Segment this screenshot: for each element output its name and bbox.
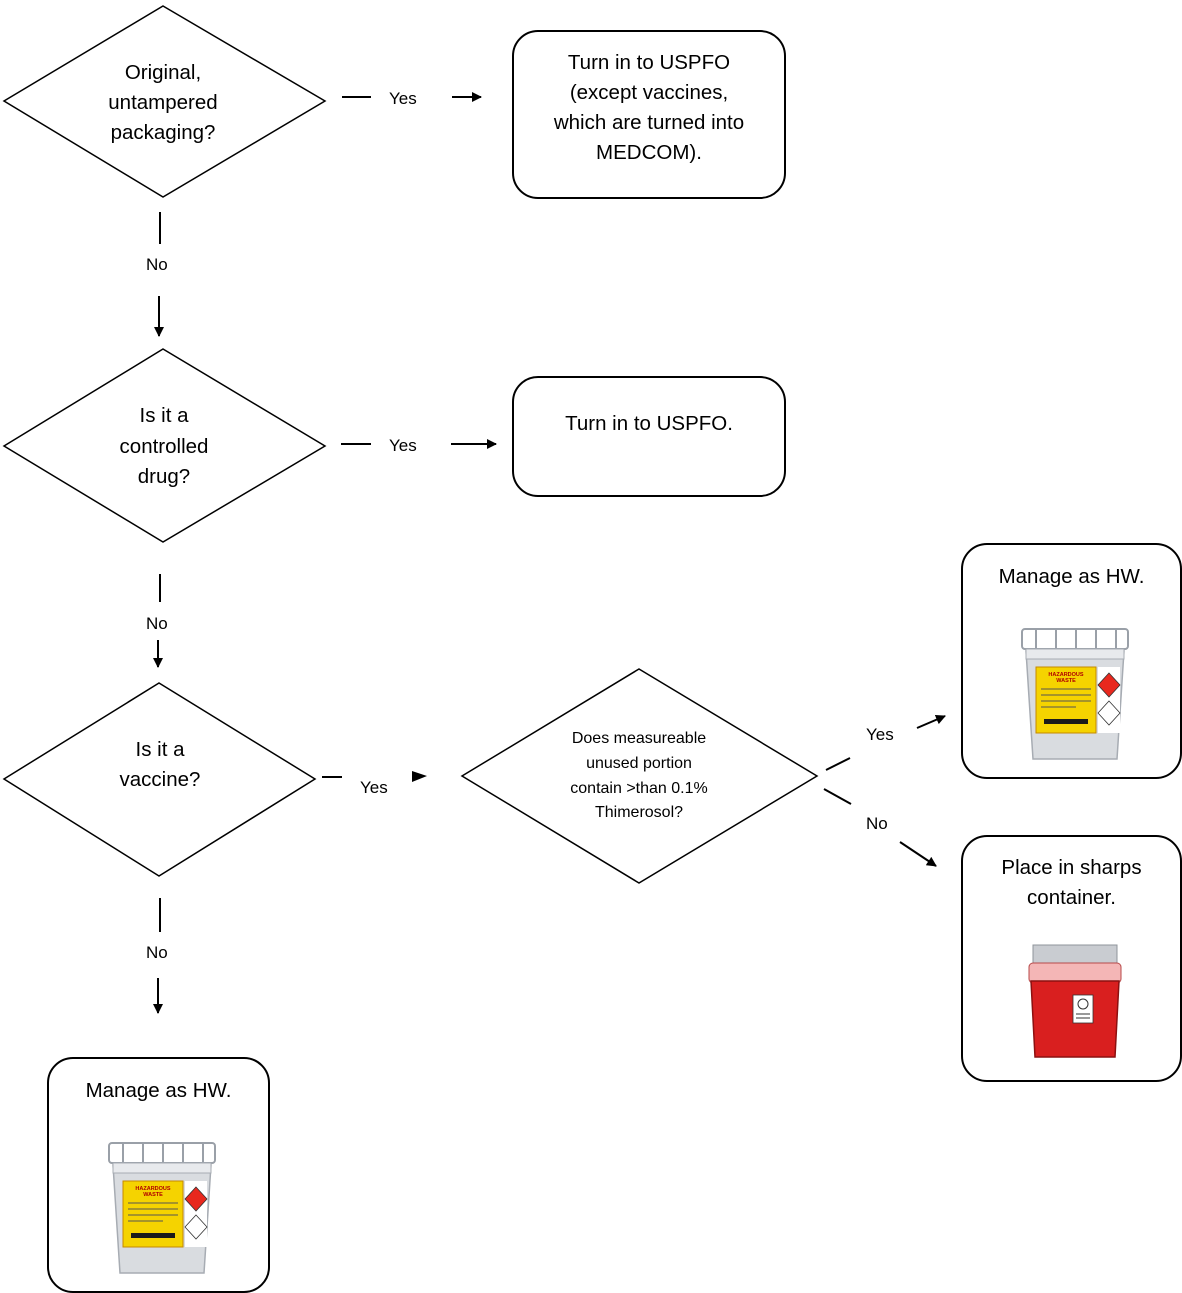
outcome-sharps-container: Place in sharps container. <box>961 835 1182 1082</box>
hw-label-line-1: HAZARDOUS <box>135 1186 170 1192</box>
decision-2-line-1: Is it a <box>140 404 190 427</box>
svg-text:Is it a: Is it a <box>136 738 186 761</box>
connector-decision1-yes: Yes <box>342 89 482 108</box>
outcome-uspfo-line-1: Turn in to USPFO <box>567 51 731 74</box>
decision-vaccine: Is it a vaccine? <box>2 682 317 877</box>
svg-text:Original,: Original, <box>125 61 201 84</box>
decision-thimerosol: Does measureable unused portion contain … <box>460 668 819 884</box>
sharps-container-icon <box>1028 944 1122 1058</box>
svg-text:Does measureable: Does measureable <box>572 730 706 747</box>
svg-text:contain >than 0.1%: contain >than 0.1% <box>570 780 707 797</box>
svg-text:vaccine?: vaccine? <box>120 768 201 791</box>
decision-4-line-2: unused portion <box>586 755 692 772</box>
outcome-manage-hw-bottom: Manage as HW. HAZARDOUS WASTE <box>47 1057 270 1293</box>
decision-2-line-2: controlled <box>120 435 209 458</box>
outcome-uspfo-text: Turn in to USPFO. <box>565 412 733 435</box>
outcome-uspfo-line-2: (except vaccines, <box>569 81 729 104</box>
outcome-uspfo-line-4: MEDCOM). <box>596 141 702 164</box>
yes-label-3: Yes <box>360 778 388 797</box>
connector-decision2-no: No <box>146 574 168 668</box>
yes-label-1: Yes <box>389 89 417 108</box>
decision-3-line-1: Is it a <box>136 738 186 761</box>
decision-controlled-drug: Is it a controlled drug? <box>2 348 327 543</box>
hw-label-line-2: WASTE <box>1056 678 1076 684</box>
outcome-uspfo: Turn in to USPFO. <box>512 376 786 497</box>
yes-label-2: Yes <box>389 436 417 455</box>
hw-label-line-2: WASTE <box>143 1192 163 1198</box>
decision-1-line-2: untampered <box>108 91 217 114</box>
decision-4-line-3: contain >than 0.1% <box>570 780 707 797</box>
decision-3-line-2: vaccine? <box>120 768 201 791</box>
hazardous-waste-pail-icon: HAZARDOUS WASTE <box>1021 628 1129 760</box>
outcome-uspfo-except-vaccines: Turn in to USPFO (except vaccines, which… <box>512 30 786 199</box>
decision-1-line-1: Original, <box>125 61 201 84</box>
no-label-2: No <box>146 614 168 633</box>
outcome-hw-bottom-text: Manage as HW. <box>85 1079 232 1102</box>
svg-text:Is it a: Is it a <box>140 404 190 427</box>
no-label-3: No <box>146 943 168 962</box>
svg-text:drug?: drug? <box>138 465 190 488</box>
outcome-hw-right-text: Manage as HW. <box>998 565 1145 588</box>
outcome-uspfo-line-3: which are turned into <box>553 111 745 134</box>
hw-label-line-1: HAZARDOUS <box>1048 672 1083 678</box>
no-label-1: No <box>146 255 168 274</box>
no-label-4: No <box>866 814 888 833</box>
svg-text:unused portion: unused portion <box>586 755 692 772</box>
connector-decision3-yes: Yes <box>322 771 427 797</box>
decision-4-line-1: Does measureable <box>572 730 706 747</box>
decision-original-packaging: Original, untampered packaging? <box>2 5 327 198</box>
yes-label-4: Yes <box>866 725 894 744</box>
connector-decision1-no: No <box>146 212 168 337</box>
decision-2-line-3: drug? <box>138 465 190 488</box>
decision-4-line-4: Thimerosol? <box>595 804 683 821</box>
outcome-sharps-line-2: container. <box>1027 886 1116 909</box>
svg-text:Thimerosol?: Thimerosol? <box>595 804 683 821</box>
outcome-manage-hw-right: Manage as HW. HAZARDOUS WASTE <box>961 543 1182 779</box>
connector-decision4-no: No <box>823 788 937 867</box>
hazardous-waste-pail-icon: HAZARDOUS WASTE <box>108 1142 216 1274</box>
decision-1-line-3: packaging? <box>111 121 216 144</box>
connector-decision3-no: No <box>146 898 168 1014</box>
svg-text:packaging?: packaging? <box>111 121 216 144</box>
outcome-sharps-line-1: Place in sharps <box>1001 856 1142 879</box>
svg-text:untampered: untampered <box>108 91 217 114</box>
svg-text:controlled: controlled <box>120 435 209 458</box>
connector-decision2-yes: Yes <box>341 436 497 455</box>
connector-decision4-yes: Yes <box>825 714 946 771</box>
